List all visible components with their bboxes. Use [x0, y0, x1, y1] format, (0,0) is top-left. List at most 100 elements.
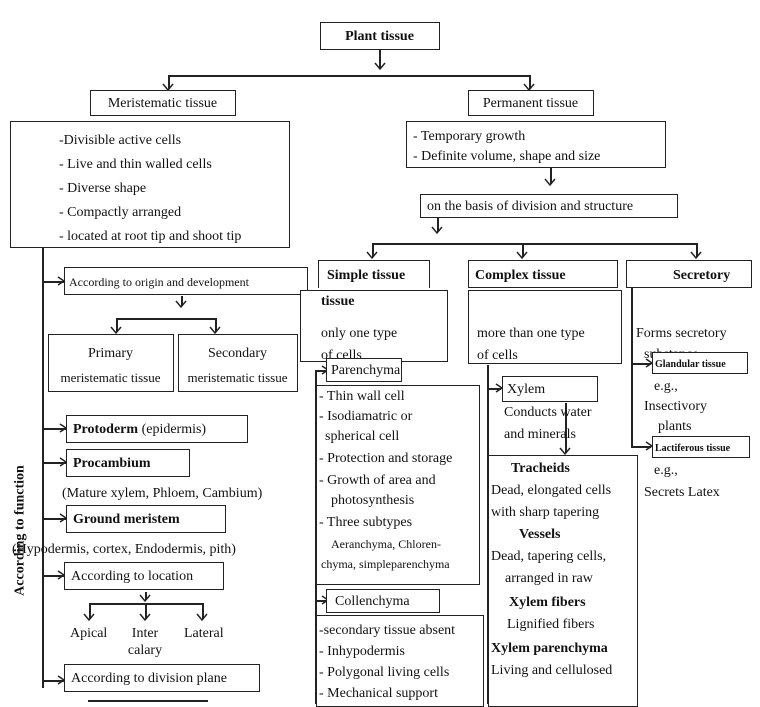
- plant-tissue-box: Plant tissue: [320, 22, 440, 50]
- primary-meristem-label: meristematic tissue: [60, 370, 161, 385]
- basis-box: on the basis of division and structure: [420, 194, 678, 218]
- glandular-example: e.g.,: [654, 379, 678, 394]
- simple-tissue-title: Simple tissue: [327, 268, 406, 283]
- secondary-meristem-label: Secondary: [207, 346, 268, 361]
- parenchyma-feature: Aeranchyma, Chloren-: [331, 537, 441, 551]
- glandular-example: plants: [658, 419, 692, 434]
- parenchyma-feature: - Thin wall cell: [319, 389, 405, 404]
- complex-tissue-box: Complex tissue: [468, 260, 618, 288]
- collenchyma-feature: -secondary tissue absent: [319, 623, 456, 638]
- xylem-element-desc: Lignified fibers: [507, 617, 595, 632]
- parenchyma-feature: - Growth of area and: [319, 473, 436, 488]
- procambium-note: (Mature xylem, Phloem, Cambium): [62, 486, 263, 501]
- meristematic-tissue-title: Meristematic tissue: [107, 96, 218, 111]
- xylem-element-desc: with sharp tapering: [491, 505, 600, 520]
- meristematic-feature: -Divisible active cells: [59, 133, 182, 148]
- apical-label: Apical: [70, 626, 108, 641]
- xylem-element-name: Tracheids: [511, 461, 570, 476]
- protoderm-label: Protoderm (epidermis): [73, 421, 206, 438]
- protoderm-bold: Protoderm: [73, 422, 139, 437]
- permanent-feature: - Temporary growth: [413, 129, 526, 144]
- meristematic-features-box: -Divisible active cells - Live and thin …: [10, 121, 290, 248]
- according-to-function-label: According to function: [12, 465, 28, 596]
- lateral-label: Lateral: [184, 626, 224, 641]
- meristematic-feature: - Live and thin walled cells: [59, 157, 212, 172]
- xylem-title: Xylem: [507, 382, 546, 397]
- xylem-element-name: Vessels: [519, 527, 561, 542]
- parenchyma-feature: - Isodiamatric or: [319, 409, 413, 424]
- secretory-desc: Forms secretory: [636, 326, 727, 341]
- meristematic-feature: - located at root tip and shoot tip: [59, 229, 242, 244]
- permanent-tissue-title: Permanent tissue: [482, 96, 579, 111]
- primary-meristem-box: Primary meristematic tissue: [48, 334, 174, 392]
- simple-tissue-box: Simple tissue: [318, 260, 430, 288]
- ground-meristem-note: (Hypodermis, cortex, Endodermis, pith): [12, 542, 236, 557]
- parenchyma-features-box: - Thin wall cell - Isodiamatric or spher…: [316, 385, 480, 585]
- glandular-tissue-box: Glandular tissue: [652, 352, 748, 374]
- lactiferous-tissue-box: Lactiferous tissue: [652, 436, 750, 458]
- parenchyma-feature: spherical cell: [325, 429, 400, 444]
- xylem-desc: Conducts water: [504, 405, 592, 420]
- complex-desc-line: of cells: [477, 348, 518, 363]
- xylem-element-desc: Dead, elongated cells: [491, 483, 612, 498]
- permanent-tissue-box: Permanent tissue: [468, 90, 594, 116]
- complex-desc-line: more than one type: [477, 326, 585, 341]
- xylem-element-name: Xylem parenchyma: [491, 641, 608, 656]
- location-label: According to location: [71, 569, 194, 584]
- plant-tissue-title: Plant tissue: [345, 29, 414, 44]
- glandular-example: Insectivory: [644, 399, 707, 414]
- collenchyma-features-box: -secondary tissue absent - Inhypodermis …: [316, 615, 484, 707]
- protoderm-box: Protoderm (epidermis): [66, 415, 248, 443]
- complex-desc-box: more than one type of cells: [468, 290, 622, 364]
- procambium-box: Procambium: [66, 449, 190, 477]
- lactiferous-example: Secrets Latex: [644, 485, 720, 500]
- division-plane-box: According to division plane: [64, 664, 260, 692]
- meristematic-feature: - Diverse shape: [59, 181, 147, 196]
- meristematic-tissue-box: Meristematic tissue: [90, 90, 236, 116]
- xylem-box: Xylem: [502, 376, 598, 402]
- simple-desc-box: tissue only one type of cells: [300, 290, 448, 363]
- glandular-tissue-title: Glandular tissue: [655, 359, 726, 370]
- collenchyma-feature: - Mechanical support: [319, 686, 438, 701]
- origin-development-label: According to origin and development: [69, 275, 249, 289]
- secondary-meristem-box: Secondary meristematic tissue: [178, 334, 298, 392]
- collenchyma-feature: - Polygonal living cells: [319, 665, 450, 680]
- parenchyma-feature: chyma, simpleparenchyma: [321, 557, 450, 571]
- ground-meristem-box: Ground meristem: [66, 505, 226, 533]
- lactiferous-example: e.g.,: [654, 463, 678, 478]
- primary-meristem-label: Primary: [87, 346, 134, 361]
- xylem-desc: and minerals: [504, 427, 576, 442]
- basis-label: on the basis of division and structure: [427, 199, 634, 214]
- xylem-element-desc: Living and cellulosed: [491, 663, 613, 678]
- permanent-features-box: - Temporary growth - Definite volume, sh…: [406, 121, 666, 168]
- secondary-meristem-label: meristematic tissue: [187, 370, 288, 385]
- simple-tissue-title-cont: tissue: [321, 294, 355, 309]
- lactiferous-tissue-title: Lactiferous tissue: [655, 443, 731, 454]
- simple-desc-line: only one type: [321, 326, 398, 341]
- xylem-element-desc: arranged in raw: [505, 571, 593, 586]
- parenchyma-box: Parenchyma: [326, 358, 402, 382]
- xylem-elements-box: Tracheids Dead, elongated cells with sha…: [488, 455, 638, 707]
- xylem-element-desc: Dead, tapering cells,: [491, 549, 607, 564]
- parenchyma-feature: - Protection and storage: [319, 451, 453, 466]
- origin-development-box: According to origin and development: [64, 267, 308, 295]
- secretory-title: Secretory: [673, 268, 731, 283]
- ground-meristem-label: Ground meristem: [73, 512, 180, 527]
- collenchyma-title: Collenchyma: [335, 594, 410, 609]
- protoderm-rest: (epidermis): [138, 422, 207, 437]
- location-box: According to location: [64, 562, 224, 590]
- parenchyma-feature: - Three subtypes: [319, 515, 413, 530]
- secretory-box: Secretory: [626, 260, 752, 288]
- parenchyma-feature: photosynthesis: [331, 493, 415, 508]
- intercalary-label: Inter: [131, 626, 159, 641]
- intercalary-label: calary: [127, 643, 163, 658]
- procambium-label: Procambium: [73, 456, 151, 471]
- xylem-element-name: Xylem fibers: [509, 595, 586, 610]
- parenchyma-title: Parenchyma: [331, 363, 401, 378]
- meristematic-feature: - Compactly arranged: [59, 205, 182, 220]
- permanent-feature: - Definite volume, shape and size: [413, 149, 601, 164]
- complex-tissue-title: Complex tissue: [475, 268, 566, 283]
- division-plane-label: According to division plane: [71, 671, 227, 686]
- collenchyma-feature: - Inhypodermis: [319, 644, 405, 659]
- collenchyma-box: Collenchyma: [326, 589, 440, 613]
